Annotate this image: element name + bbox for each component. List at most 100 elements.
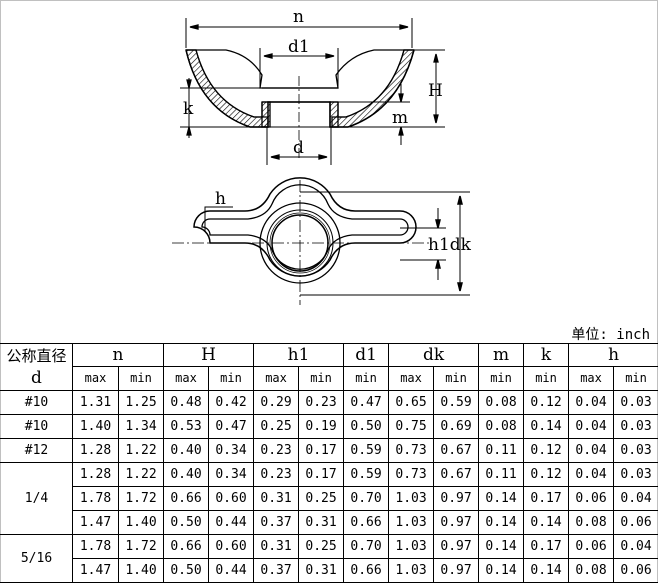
- top-view: [172, 177, 470, 305]
- value-cell: 0.14: [523, 510, 570, 535]
- value-cell: 0.17: [298, 438, 345, 463]
- value-cell: 0.11: [478, 462, 525, 487]
- value-cell: 0.08: [568, 558, 615, 583]
- side-view-labels: n d1 H k m d: [183, 7, 443, 158]
- value-cell: 0.04: [568, 438, 615, 463]
- value-cell: 1.34: [117, 414, 165, 439]
- value-cell: 0.34: [208, 462, 255, 487]
- nominal-diameter-header: 公称直径 d: [0, 343, 73, 391]
- value-cell: 0.06: [613, 558, 658, 583]
- value-cell: 0.23: [253, 438, 300, 463]
- sub-n-min: min: [117, 366, 165, 391]
- value-cell: 0.66: [343, 558, 390, 583]
- value-cell: 0.47: [208, 414, 255, 439]
- value-cell: 0.14: [523, 414, 570, 439]
- value-cell: 0.97: [433, 558, 480, 583]
- value-cell: 1.03: [388, 558, 435, 583]
- value-cell: 0.66: [163, 486, 210, 511]
- value-cell: 0.42: [208, 390, 255, 415]
- value-cell: 1.40: [117, 510, 165, 535]
- value-cell: 0.14: [478, 534, 525, 559]
- value-cell: 0.06: [568, 486, 615, 511]
- value-cell: 0.03: [613, 438, 658, 463]
- value-cell: 0.04: [613, 486, 658, 511]
- value-cell: 0.04: [568, 462, 615, 487]
- label-d: d: [293, 138, 304, 158]
- value-cell: 1.40: [117, 558, 165, 583]
- sub-h1-min: min: [298, 366, 345, 391]
- value-cell: 1.47: [72, 510, 119, 535]
- nominal-diameter-cell: #10: [0, 390, 73, 415]
- value-cell: 1.03: [388, 510, 435, 535]
- value-cell: 0.50: [343, 414, 390, 439]
- value-cell: 1.22: [117, 462, 165, 487]
- value-cell: 0.03: [613, 390, 658, 415]
- value-cell: 0.29: [253, 390, 300, 415]
- value-cell: 1.72: [117, 534, 165, 559]
- value-cell: 0.14: [523, 558, 570, 583]
- value-cell: 0.40: [163, 462, 210, 487]
- value-cell: 0.25: [253, 414, 300, 439]
- header-row-1: 公称直径 d n H h1 d1 dk m k h: [0, 343, 658, 391]
- nominal-diameter-cell: 5/16: [0, 534, 73, 583]
- value-cell: 0.06: [613, 510, 658, 535]
- value-cell: 0.23: [298, 390, 345, 415]
- value-cell: 0.31: [253, 534, 300, 559]
- value-cell: 0.34: [208, 438, 255, 463]
- value-cell: 1.47: [72, 558, 119, 583]
- value-cell: 0.73: [388, 438, 435, 463]
- value-cell: 0.53: [163, 414, 210, 439]
- value-cell: 0.59: [433, 390, 480, 415]
- header-d1: d1: [343, 343, 390, 367]
- value-cell: 1.25: [117, 390, 165, 415]
- value-cell: 1.31: [72, 390, 119, 415]
- value-cell: 0.06: [568, 534, 615, 559]
- value-cell: 0.12: [523, 462, 570, 487]
- value-cell: 0.66: [163, 534, 210, 559]
- value-cell: 0.67: [433, 438, 480, 463]
- value-cell: 0.97: [433, 534, 480, 559]
- value-cell: 0.37: [253, 558, 300, 583]
- value-cell: 0.08: [478, 390, 525, 415]
- header-dk: dk: [388, 343, 480, 367]
- value-cell: 0.31: [298, 510, 345, 535]
- value-cell: 0.70: [343, 534, 390, 559]
- value-cell: 0.47: [343, 390, 390, 415]
- value-cell: 0.40: [163, 438, 210, 463]
- sub-H-max: max: [163, 366, 210, 391]
- value-cell: 1.03: [388, 534, 435, 559]
- nominal-label: 公称直径: [6, 347, 67, 365]
- value-cell: 1.28: [72, 438, 119, 463]
- sub-h1-max: max: [253, 366, 300, 391]
- value-cell: 0.17: [523, 534, 570, 559]
- value-cell: 0.31: [253, 486, 300, 511]
- value-cell: 0.66: [343, 510, 390, 535]
- value-cell: 0.60: [208, 534, 255, 559]
- value-cell: 0.60: [208, 486, 255, 511]
- value-cell: 0.31: [298, 558, 345, 583]
- value-cell: 0.65: [388, 390, 435, 415]
- header-k: k: [523, 343, 570, 367]
- side-view: [180, 18, 445, 165]
- nominal-diameter-cell: 1/4: [0, 462, 73, 535]
- value-cell: 0.25: [298, 534, 345, 559]
- value-cell: 0.50: [163, 558, 210, 583]
- value-cell: 0.17: [298, 462, 345, 487]
- wing-nut-drawing: n d1 H k m d h h1dk: [172, 7, 472, 305]
- label-h1dk: h1dk: [428, 235, 472, 255]
- value-cell: 0.04: [568, 390, 615, 415]
- value-cell: 0.04: [613, 534, 658, 559]
- value-cell: 0.12: [523, 390, 570, 415]
- header-h: h: [568, 343, 658, 367]
- nominal-diameter-cell: #12: [0, 438, 73, 463]
- value-cell: 0.59: [343, 462, 390, 487]
- sub-dk-max: max: [388, 366, 435, 391]
- label-n: n: [293, 7, 304, 27]
- label-m: m: [392, 108, 408, 128]
- value-cell: 0.14: [478, 558, 525, 583]
- value-cell: 0.23: [253, 462, 300, 487]
